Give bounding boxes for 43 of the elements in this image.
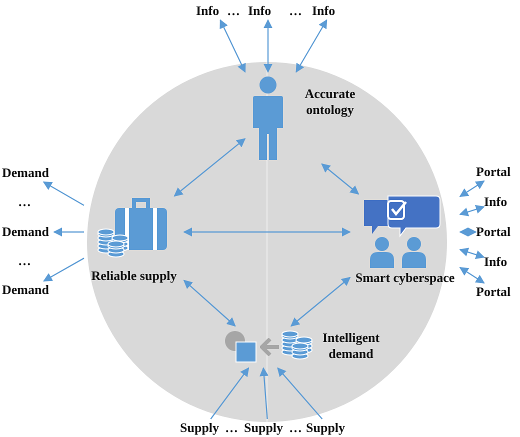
ellipsis-text: … [18,253,31,269]
endpoint-label: Supply [306,420,346,436]
arrow [459,267,485,284]
endpoint-label: Portal [476,164,511,180]
endpoint-label: Supply [244,420,284,436]
node-label: Intelligent demand [321,330,381,362]
arrow [459,248,485,260]
arrow [174,138,246,197]
arrow [296,19,328,73]
endpoint-label: Portal [476,284,511,300]
arrow [260,367,268,420]
endpoint-label: Info [312,3,336,19]
endpoint-label: Demand [2,224,49,240]
ellipsis-text: … [18,194,31,210]
arrow [277,367,323,420]
node-label: Reliable supply [90,268,178,284]
endpoint-label: Demand [2,165,49,181]
arrow [459,204,485,216]
arrow [290,276,351,327]
ellipsis-text: … [227,3,240,19]
arrow [210,367,250,420]
endpoint-label: Info [196,3,220,19]
arrow [220,19,246,73]
arrow [321,163,360,195]
ellipsis-text: … [225,420,238,436]
endpoint-label: Demand [2,282,49,298]
arrow [183,280,236,327]
endpoint-label: Info [484,194,508,210]
node-label: Smart cyberspace [354,270,456,286]
ellipsis-text: … [289,3,302,19]
arrow [42,181,84,206]
endpoint-label: Portal [476,224,511,240]
endpoint-label: Info [248,3,272,19]
node-label: Accurate ontology [304,86,356,118]
arrow [43,258,84,282]
arrow [264,19,272,73]
ellipsis-text: … [289,420,302,436]
arrow [183,228,351,236]
arrow [53,228,84,236]
endpoint-label: Info [484,254,508,270]
arrow [459,228,477,236]
arrow [459,180,485,197]
endpoint-label: Supply [180,420,220,436]
